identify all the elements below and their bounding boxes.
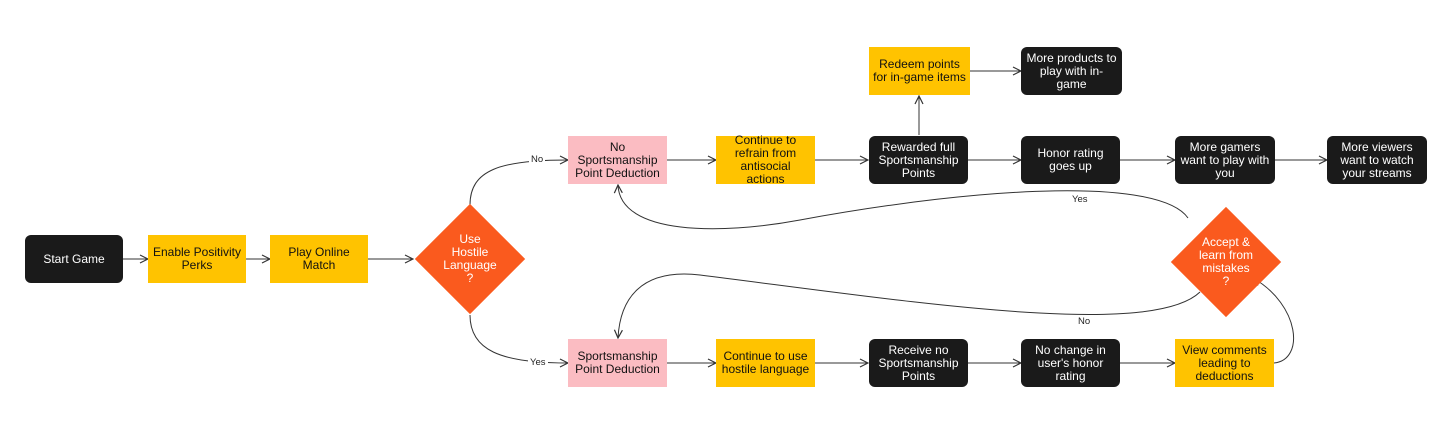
edge-label-yes-return: Yes <box>1070 194 1090 205</box>
node-enable-positivity-perks: Enable Positivity Perks <box>148 235 246 283</box>
node-receive-no-points: Receive no Sportsmanship Points <box>869 339 968 387</box>
node-more-gamers: More gamers want to play with you <box>1175 136 1275 184</box>
decision-use-hostile-language: Use Hostile Language ? <box>414 203 526 315</box>
edge-label-no-return: No <box>1076 316 1093 327</box>
node-rewarded-full-points: Rewarded full Sportsmanship Points <box>869 136 968 184</box>
node-continue-hostile: Continue to use hostile language <box>716 339 815 387</box>
node-redeem-points: Redeem points for in-game items <box>869 47 970 95</box>
edge-label-no-top: No <box>529 154 546 165</box>
node-continue-refrain: Continue to refrain from antisocial acti… <box>716 134 815 186</box>
decision-label: Use Hostile Language ? <box>443 232 497 285</box>
edge-accept-no-to-deduction <box>618 273 1201 338</box>
node-more-viewers: More viewers want to watch your streams <box>1327 136 1427 184</box>
node-no-change-honor: No change in user's honor rating <box>1021 339 1120 387</box>
node-view-comments: View comments leading to deductions <box>1175 339 1274 387</box>
decision-label: Accept & learn from mistakes ? <box>1198 235 1254 288</box>
edge-decision-to-deduction <box>469 314 568 363</box>
node-no-point-deduction: No Sportsmanship Point Deduction <box>568 136 667 184</box>
edge-comments-to-accept <box>1253 278 1295 364</box>
node-honor-rating-up: Honor rating goes up <box>1021 136 1120 184</box>
decision-accept-learn: Accept & learn from mistakes ? <box>1170 206 1282 318</box>
node-start-game: Start Game <box>25 235 123 283</box>
node-play-online-match: Play Online Match <box>270 235 368 283</box>
node-more-products: More products to play with in-game <box>1021 47 1122 95</box>
edge-label-yes-bottom: Yes <box>528 357 548 368</box>
node-point-deduction: Sportsmanship Point Deduction <box>568 339 667 387</box>
edge-decision-to-no-deduction <box>469 160 568 206</box>
edge-accept-yes-to-no-deduction <box>618 185 1189 230</box>
